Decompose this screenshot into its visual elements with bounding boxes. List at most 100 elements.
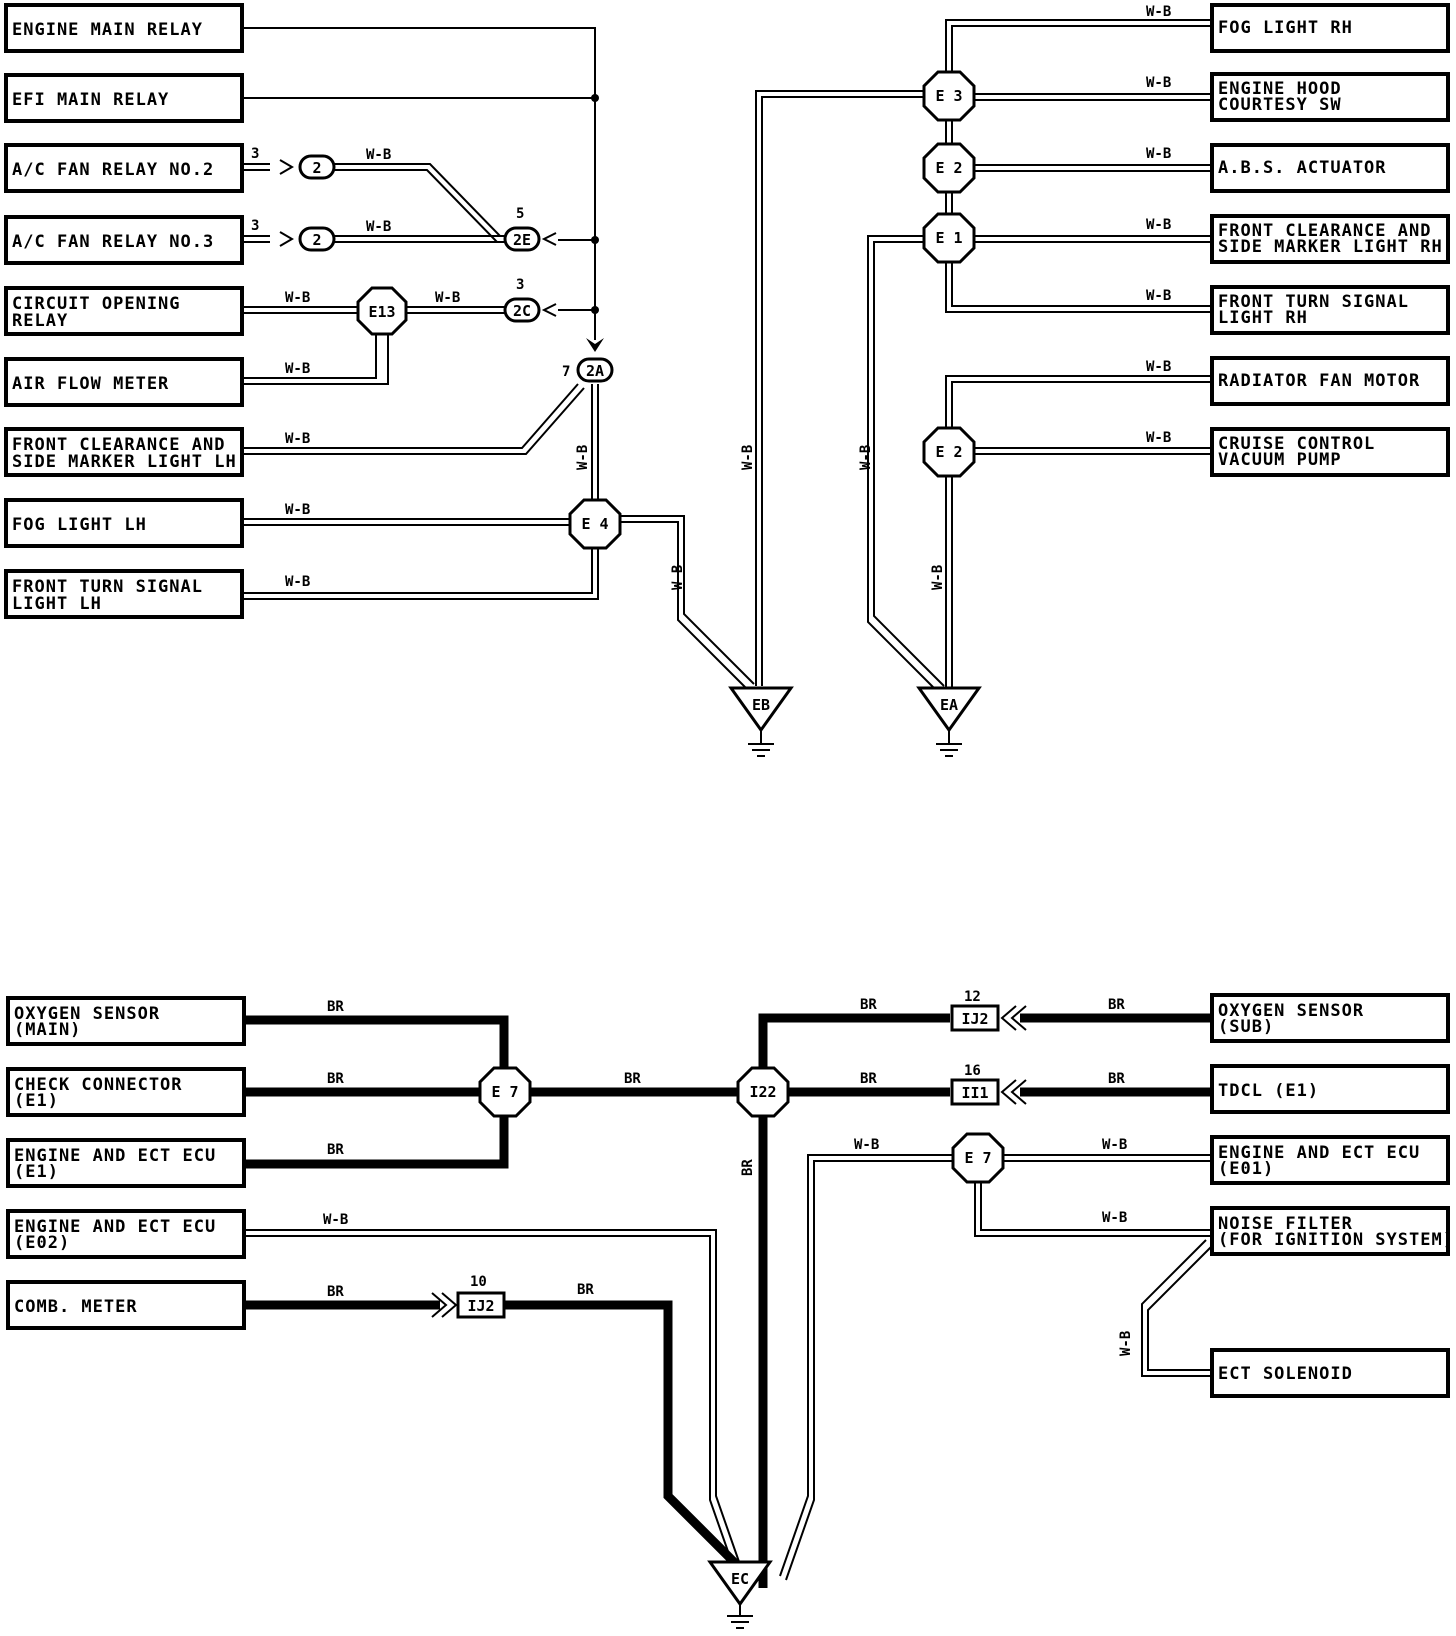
component-check-connector: CHECK CONNECTOR (E1) <box>6 1067 246 1117</box>
svg-text:E 4: E 4 <box>581 515 608 533</box>
svg-text:(MAIN): (MAIN) <box>14 1020 81 1040</box>
svg-text:3: 3 <box>251 146 259 162</box>
connector-2-acf3: 2 3 <box>251 218 336 252</box>
component-cruise-control-vacuum-pump: CRUISE CONTROL VACUUM PUMP <box>1210 427 1450 477</box>
svg-text:(E1): (E1) <box>14 1162 59 1182</box>
ground-eb: EB <box>728 686 794 757</box>
svg-text:16: 16 <box>964 1063 981 1079</box>
thin-wires-top-left <box>242 27 604 352</box>
component-fog-light-lh: FOG LIGHT LH <box>4 498 244 548</box>
svg-text:FOG LIGHT LH: FOG LIGHT LH <box>12 515 147 535</box>
svg-text:BR: BR <box>327 1142 344 1158</box>
svg-text:COURTESY SW: COURTESY SW <box>1218 95 1342 115</box>
svg-text:(FOR IGNITION SYSTEM): (FOR IGNITION SYSTEM) <box>1218 1230 1454 1250</box>
svg-text:W-B: W-B <box>285 502 310 518</box>
svg-text:W-B: W-B <box>670 565 686 590</box>
svg-text:2A: 2A <box>586 362 604 380</box>
component-engine-hood-courtesy: ENGINE HOOD COURTESY SW <box>1210 72 1450 122</box>
component-oxygen-sensor-sub: OXYGEN SENSOR (SUB) <box>1210 993 1450 1043</box>
svg-text:ENGINE HOOD: ENGINE HOOD <box>1218 79 1342 99</box>
junction-e4: E 4 <box>568 498 622 550</box>
svg-text:CHECK CONNECTOR: CHECK CONNECTOR <box>14 1075 183 1095</box>
svg-text:(E1): (E1) <box>14 1091 59 1111</box>
component-front-clearance-lh: FRONT CLEARANCE AND SIDE MARKER LIGHT LH <box>4 427 244 477</box>
svg-text:FOG LIGHT RH: FOG LIGHT RH <box>1218 18 1353 38</box>
junction-e3: E 3 <box>922 70 976 122</box>
svg-text:AIR FLOW METER: AIR FLOW METER <box>12 374 169 394</box>
svg-text:W-B: W-B <box>1118 1331 1134 1356</box>
svg-text:W-B: W-B <box>854 1137 879 1153</box>
svg-text:W-B: W-B <box>740 445 756 470</box>
svg-text:IJ2: IJ2 <box>467 1297 494 1315</box>
svg-text:W-B: W-B <box>575 445 591 470</box>
svg-text:5: 5 <box>516 206 524 222</box>
component-comb-meter: COMB. METER <box>6 1280 246 1330</box>
svg-text:W-B: W-B <box>285 431 310 447</box>
svg-text:TDCL (E1): TDCL (E1) <box>1218 1081 1319 1101</box>
svg-text:FRONT CLEARANCE AND: FRONT CLEARANCE AND <box>1218 221 1431 241</box>
svg-text:E 3: E 3 <box>935 87 962 105</box>
svg-text:W-B: W-B <box>366 147 391 163</box>
svg-text:SIDE MARKER LIGHT RH: SIDE MARKER LIGHT RH <box>1218 237 1443 257</box>
svg-text:W-B: W-B <box>1146 359 1171 375</box>
svg-text:(E01): (E01) <box>1218 1159 1274 1179</box>
svg-text:12: 12 <box>964 989 981 1005</box>
component-tdcl: TDCL (E1) <box>1210 1064 1450 1114</box>
svg-text:E 2: E 2 <box>935 443 962 461</box>
component-air-flow-meter: AIR FLOW METER <box>4 357 244 407</box>
svg-text:W-B: W-B <box>1102 1210 1127 1226</box>
connector-2c: 2C 3 <box>503 277 557 323</box>
br-wires-bottom <box>244 1013 1212 1588</box>
svg-text:LIGHT LH: LIGHT LH <box>12 594 102 614</box>
svg-text:W-B: W-B <box>1146 217 1171 233</box>
svg-text:FRONT CLEARANCE AND: FRONT CLEARANCE AND <box>12 435 225 455</box>
connector-2a: 2A 7 <box>562 357 614 383</box>
svg-text:W-B: W-B <box>1146 146 1171 162</box>
svg-text:W-B: W-B <box>366 219 391 235</box>
svg-text:E 7: E 7 <box>964 1149 991 1167</box>
wire-labels-top-right: W-B W-B W-B W-B W-B W-B W-B W-B W-B W-B <box>740 4 1171 590</box>
component-front-turn-signal-rh: FRONT TURN SIGNAL LIGHT RH <box>1210 285 1450 335</box>
component-noise-filter: NOISE FILTER (FOR IGNITION SYSTEM) <box>1210 1206 1454 1256</box>
junction-e13: E13 <box>356 286 408 336</box>
svg-text:W-B: W-B <box>285 290 310 306</box>
component-efi-main-relay: EFI MAIN RELAY <box>4 73 244 123</box>
svg-text:RADIATOR FAN MOTOR: RADIATOR FAN MOTOR <box>1218 371 1420 391</box>
svg-text:2E: 2E <box>513 231 531 249</box>
svg-text:BR: BR <box>327 1071 344 1087</box>
svg-text:W-B: W-B <box>858 445 874 470</box>
svg-text:II1: II1 <box>961 1084 988 1102</box>
bottom-section: OXYGEN SENSOR (MAIN) CHECK CONNECTOR (E1… <box>6 989 1454 1629</box>
svg-text:EA: EA <box>940 696 958 714</box>
wb-wires-top-right <box>755 19 1212 693</box>
svg-text:W-B: W-B <box>930 565 946 590</box>
svg-text:BR: BR <box>860 997 877 1013</box>
svg-text:FRONT TURN SIGNAL: FRONT TURN SIGNAL <box>12 577 203 597</box>
svg-text:7: 7 <box>562 364 570 380</box>
svg-text:ECT SOLENOID: ECT SOLENOID <box>1218 1364 1353 1384</box>
svg-text:E13: E13 <box>368 303 395 321</box>
junction-e7-right: E 7 <box>951 1132 1005 1184</box>
svg-text:2: 2 <box>312 159 321 177</box>
component-circuit-opening-relay: CIRCUIT OPENING RELAY <box>4 286 244 336</box>
ground-ea: EA <box>916 686 982 757</box>
svg-text:W-B: W-B <box>1146 75 1171 91</box>
svg-text:ENGINE MAIN RELAY: ENGINE MAIN RELAY <box>12 20 203 40</box>
svg-text:(SUB): (SUB) <box>1218 1017 1274 1037</box>
svg-text:BR: BR <box>624 1071 641 1087</box>
svg-text:W-B: W-B <box>1146 288 1171 304</box>
svg-text:BR: BR <box>860 1071 877 1087</box>
svg-text:CIRCUIT OPENING: CIRCUIT OPENING <box>12 294 181 314</box>
svg-text:W-B: W-B <box>1146 4 1171 20</box>
svg-text:IJ2: IJ2 <box>961 1010 988 1028</box>
svg-text:NOISE FILTER: NOISE FILTER <box>1218 1214 1353 1234</box>
svg-text:ENGINE AND ECT ECU: ENGINE AND ECT ECU <box>14 1146 216 1166</box>
junction-e2-upper: E 2 <box>922 142 976 194</box>
connector-ii1: II1 16 <box>950 1063 1027 1106</box>
component-ecu-e01: ENGINE AND ECT ECU (E01) <box>1210 1135 1450 1185</box>
svg-text:3: 3 <box>251 218 259 234</box>
junction-e2-lower: E 2 <box>922 426 976 478</box>
connector-ij2-top: IJ2 12 <box>950 989 1027 1032</box>
svg-text:EB: EB <box>752 696 770 714</box>
